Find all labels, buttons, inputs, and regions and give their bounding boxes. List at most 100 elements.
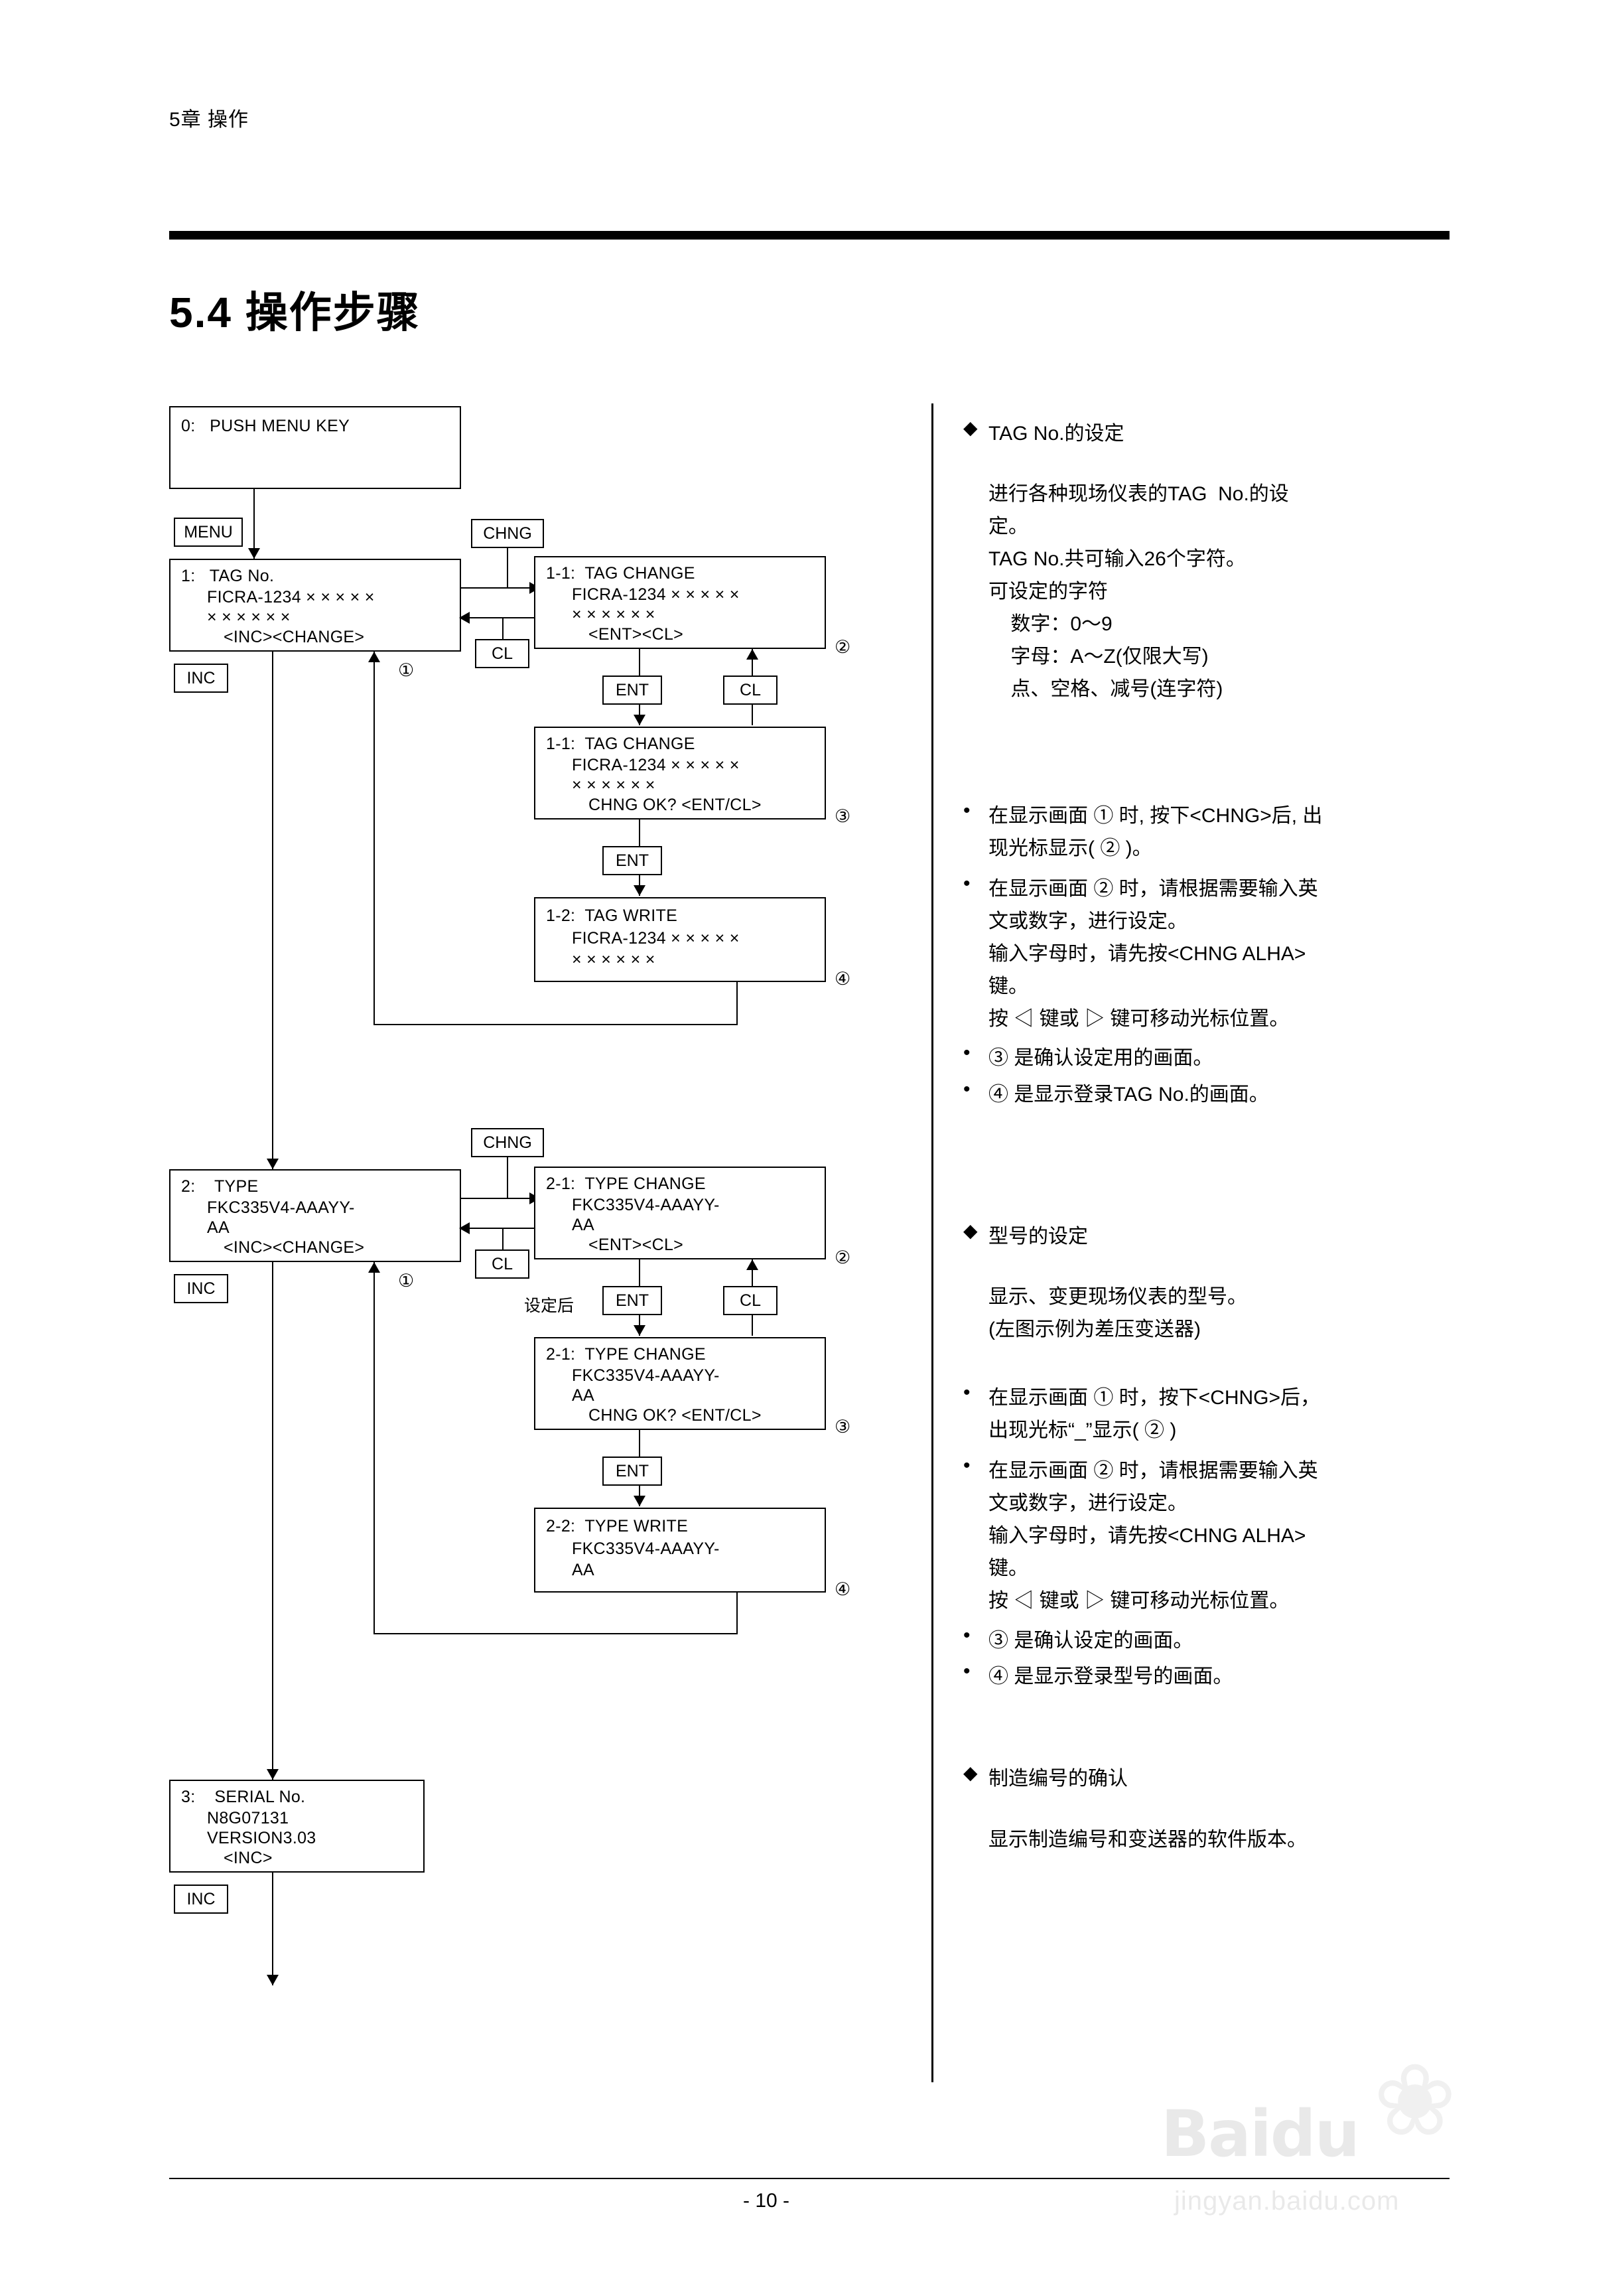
key-cl-2[interactable]: CL (723, 676, 778, 705)
key-ent-4[interactable]: ENT (602, 1457, 662, 1486)
page-title: 5.4 操作步骤 (169, 289, 421, 336)
flow-line-step3-down (272, 1873, 273, 1985)
key-inc-2-label: INC (186, 1279, 216, 1298)
page-number: - 10 - (743, 2190, 790, 2212)
flow-loop-type-up (373, 1262, 375, 1634)
flow-box-step2-1a: 2-1: TYPE CHANGE FKC335V4-AAAYY- AA <ENT… (534, 1167, 826, 1259)
flow-line-chng1-drop (507, 548, 508, 587)
key-ent-1[interactable]: ENT (602, 676, 662, 705)
flow-box-step1-1b-line-2: × × × × × × (572, 776, 655, 794)
marker-1-type: ① (398, 1271, 415, 1291)
key-cl-4-label: CL (740, 1291, 761, 1310)
flow-box-step2-line-3: <INC><CHANGE> (224, 1238, 365, 1257)
flow-box-step1-2-line-0: 1-2: TAG WRITE (546, 906, 678, 925)
flow-arrow-ent3-down (634, 1325, 645, 1336)
flow-arrow-ent1-down (634, 715, 645, 725)
flow-arrow-ent4-down (634, 1496, 645, 1506)
flow-box-step1-1b-line-3: CHNG OK? <ENT/CL> (588, 796, 762, 814)
flow-box-step3: 3: SERIAL No. N8G07131 VERSION3.03 <INC> (169, 1780, 425, 1873)
flow-box-step1: 1: TAG No. FICRA-1234 × × × × × × × × × … (169, 559, 461, 652)
section-1-diamond-icon: ◆ (963, 417, 978, 438)
flow-arrow-ent2-down (634, 885, 645, 896)
flow-box-step1-1a-line-1: FICRA-1234 × × × × × (572, 585, 740, 604)
flow-box-step1-line-2: × × × × × × (207, 608, 291, 626)
key-chng-1[interactable]: CHNG (471, 519, 544, 548)
key-inc-1[interactable]: INC (174, 664, 228, 693)
flow-box-step2-1b-line-3: CHNG OK? <ENT/CL> (588, 1406, 762, 1425)
section-3-body: 显示制造编号和变送器的软件版本。 (988, 1829, 1307, 1851)
watermark-brand: Baidu (1161, 2097, 1360, 2171)
watermark-url: jingyan.baidu.com (1174, 2186, 1400, 2216)
key-ent-3[interactable]: ENT (602, 1286, 662, 1315)
flow-box-step1-1b: 1-1: TAG CHANGE FICRA-1234 × × × × × × ×… (534, 727, 826, 819)
flow-box-step2-1b-line-1: FKC335V4-AAAYY- (572, 1366, 720, 1385)
flow-box-step3-line-2: VERSION3.03 (207, 1829, 316, 1847)
flow-line-cl1-back (461, 617, 534, 618)
section-2-bullet-2: ③ 是确认设定的画面。 (988, 1630, 1193, 1652)
flow-box-step2: 2: TYPE FKC335V4-AAAYY- AA <INC><CHANGE> (169, 1169, 461, 1262)
key-ent-2-label: ENT (616, 851, 649, 870)
marker-1-tag: ① (398, 660, 415, 680)
flow-line-cl3-back (461, 1228, 534, 1229)
key-ent-2[interactable]: ENT (602, 846, 662, 875)
label-after-setting: 设定后 (524, 1297, 575, 1315)
marker-2-tag: ② (835, 637, 851, 657)
flow-box-step3-line-3: <INC> (224, 1849, 273, 1867)
paw-print-icon: ❀ (1373, 2044, 1457, 2156)
section-2-bullet-glyph-1: • (963, 1455, 971, 1476)
flow-box-step0: 0: PUSH MENU KEY (169, 406, 461, 489)
flow-box-step1-1a: 1-1: TAG CHANGE FICRA-1234 × × × × × × ×… (534, 556, 826, 649)
section-3-diamond-icon: ◆ (963, 1762, 978, 1783)
flow-box-step3-line-0: 3: SERIAL No. (181, 1788, 306, 1806)
section-3-title: 制造编号的确认 (988, 1768, 1128, 1790)
section-2-bullet-glyph-0: • (963, 1382, 971, 1403)
flow-box-step0-line-0: 0: PUSH MENU KEY (181, 417, 350, 435)
flow-box-step1-line-0: 1: TAG No. (181, 567, 275, 585)
flow-box-step2-1b: 2-1: TYPE CHANGE FKC335V4-AAAYY- AA CHNG… (534, 1337, 826, 1430)
flow-arrow-step0-down (248, 548, 260, 559)
key-cl-1-label: CL (492, 644, 513, 663)
flow-loop-type-down (736, 1593, 738, 1634)
section-2-bullet-0: 在显示画面 ① 时，按下<CHNG>后， 出现光标“_”显示( ② ) (988, 1387, 1321, 1441)
key-inc-2[interactable]: INC (174, 1274, 228, 1303)
key-menu[interactable]: MENU (174, 518, 243, 547)
flow-box-step2-2-line-1: FKC335V4-AAAYY- (572, 1539, 720, 1558)
flow-line-step1-right (461, 587, 534, 589)
flow-box-step2-1a-line-1: FKC335V4-AAAYY- (572, 1196, 720, 1214)
flow-box-step1-1a-line-3: <ENT><CL> (588, 625, 684, 644)
section-2-bullet-1: 在显示画面 ② 时，请根据需要输入英 文或数字，进行设定。 输入字母时，请先按<… (988, 1460, 1318, 1612)
flow-box-step1-1a-line-0: 1-1: TAG CHANGE (546, 564, 695, 583)
section-1-bullet-glyph-0: • (963, 800, 971, 821)
key-menu-label: MENU (184, 523, 233, 541)
section-1-bullet-1: 在显示画面 ② 时，请根据需要输入英 文或数字，进行设定。 输入字母时，请先按<… (988, 878, 1318, 1030)
flow-line-step1-to-step2 (272, 652, 273, 1169)
flow-box-step2-1b-line-2: AA (572, 1386, 594, 1405)
flow-arrow-cl1-back (459, 612, 470, 624)
key-cl-3[interactable]: CL (475, 1249, 529, 1279)
marker-3-type: ③ (835, 1417, 851, 1437)
flow-box-step2-2: 2-2: TYPE WRITE FKC335V4-AAAYY- AA (534, 1508, 826, 1593)
key-chng-1-label: CHNG (483, 524, 532, 543)
flow-box-step2-2-line-0: 2-2: TYPE WRITE (546, 1517, 689, 1535)
flow-box-step2-2-line-2: AA (572, 1561, 594, 1579)
marker-3-tag: ③ (835, 806, 851, 826)
flow-loop-tag-left (373, 1024, 738, 1025)
key-cl-4[interactable]: CL (723, 1286, 778, 1315)
flow-box-step1-line-1: FICRA-1234 × × × × × (207, 588, 375, 606)
flow-arrow-step1-to-step2 (267, 1159, 279, 1169)
flow-arrow-cl3-back (459, 1222, 470, 1234)
flow-box-step1-2-line-2: × × × × × × (572, 950, 655, 969)
key-chng-2[interactable]: CHNG (471, 1128, 544, 1157)
marker-4-tag: ④ (835, 969, 851, 989)
column-divider (931, 403, 933, 2082)
flow-box-step2-line-1: FKC335V4-AAAYY- (207, 1198, 355, 1217)
flow-box-step1-2-line-1: FICRA-1234 × × × × × (572, 929, 740, 948)
section-1-title: TAG No.的设定 (988, 423, 1124, 445)
section-1-body: 进行各种现场仪表的TAG No.的设 定。 TAG No.共可输入26个字符。 … (988, 483, 1289, 700)
key-inc-3[interactable]: INC (174, 1885, 228, 1914)
flow-box-step1-1b-line-0: 1-1: TAG CHANGE (546, 735, 695, 753)
key-ent-3-label: ENT (616, 1291, 649, 1310)
key-cl-2-label: CL (740, 681, 761, 699)
flow-box-step2-1a-line-2: AA (572, 1216, 594, 1234)
key-cl-1[interactable]: CL (475, 639, 529, 668)
